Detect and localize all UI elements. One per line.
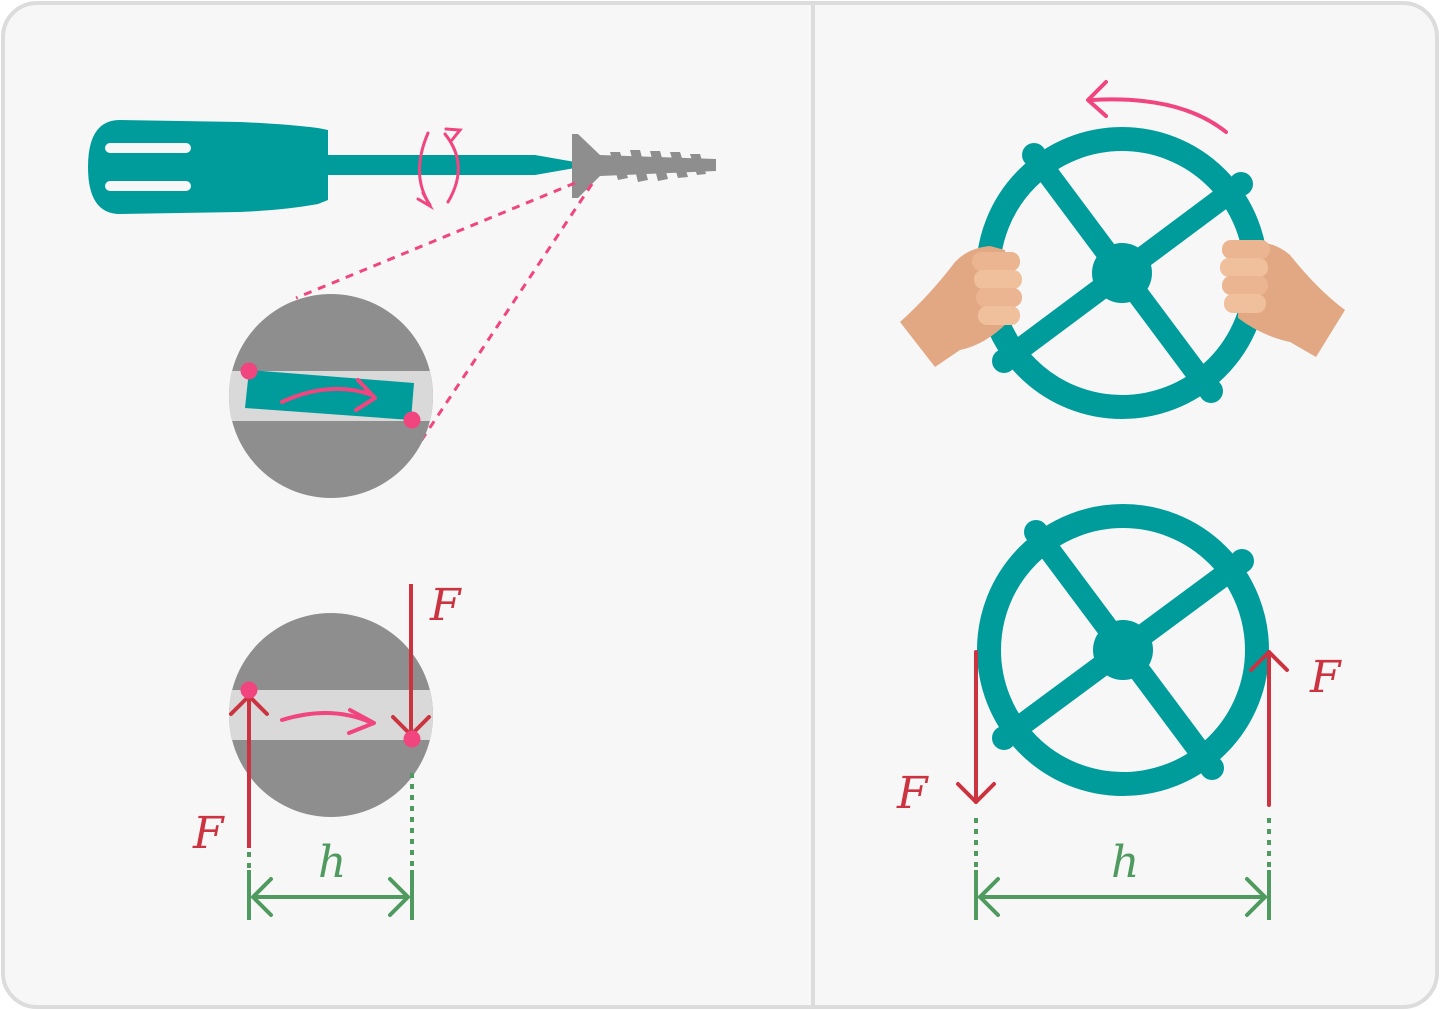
wheel-distance	[974, 818, 1271, 920]
hands-icon	[900, 240, 1345, 367]
screwdriver-icon	[88, 120, 575, 214]
screw-head-zoom-icon	[229, 294, 433, 498]
rotation-arrows-icon	[416, 127, 463, 210]
handwheel-force-diagram	[977, 504, 1269, 796]
right-hand	[1220, 240, 1345, 357]
distance-label: h	[1111, 837, 1139, 888]
right-panel: F F h	[896, 80, 1345, 920]
zoom-lines	[295, 181, 594, 454]
force-label-top-right: F	[429, 580, 462, 631]
wheel-forces	[956, 650, 1289, 807]
force-label-right: F	[1309, 652, 1342, 703]
counterclockwise-arrow-icon	[1086, 80, 1228, 134]
force-label-bottom-left: F	[192, 808, 225, 859]
screw-head-force-diagram	[229, 584, 433, 920]
distance-label: h	[318, 837, 346, 888]
force-label-left: F	[896, 768, 929, 819]
left-panel: F F h	[88, 120, 716, 920]
left-hand	[900, 246, 1022, 367]
screw-icon	[572, 134, 716, 198]
